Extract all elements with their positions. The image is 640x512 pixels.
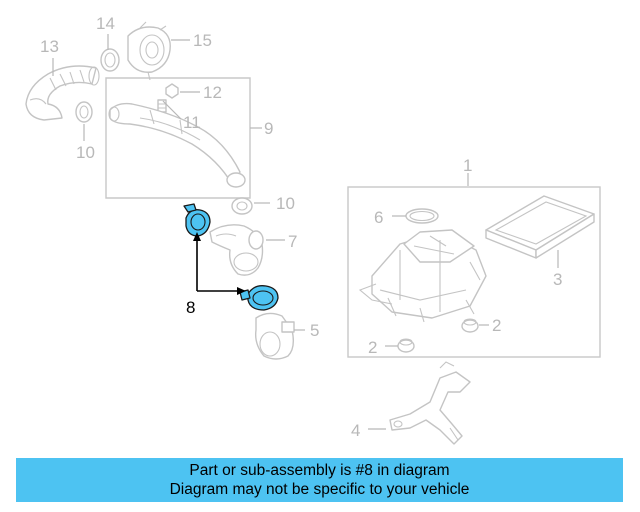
part-6-gasket [405,208,439,224]
part-10-clamp-left [75,101,93,123]
callout-12: 12 [203,83,222,102]
callout-10-left: 10 [76,143,95,162]
callout-6: 6 [374,208,383,227]
callout-10-right: 10 [276,194,295,213]
part-8-clamp-lower [239,285,279,311]
callout-11: 11 [183,113,201,132]
callout-13: 13 [40,37,59,56]
info-banner: Part or sub-assembly is #8 in diagram Di… [16,458,623,502]
part-2-grommet-lower [397,338,415,353]
banner-line-2: Diagram may not be specific to your vehi… [169,481,470,498]
part-9-intake-duct [108,102,246,188]
leader-part-8 [193,232,246,295]
callout-2-lower: 2 [368,338,377,357]
callout-15: 15 [193,31,212,50]
callout-4: 4 [351,421,360,440]
banner-line-1: Part or sub-assembly is #8 in diagram [189,462,450,479]
callout-5: 5 [310,321,319,340]
callout-14: 14 [96,14,115,33]
callout-3: 3 [553,270,562,289]
callout-9: 9 [264,119,273,138]
callout-2-right: 2 [492,316,501,335]
part-14-clamp [100,48,120,72]
part-5-maf-sensor [254,312,295,360]
callout-7: 7 [288,232,297,251]
part-7-boot [209,224,264,276]
leader-lines [52,34,559,430]
callout-8: 8 [186,298,195,317]
part-15-throttle-body [127,21,171,81]
part-2-grommet-right [461,318,479,333]
part-10-clamp-right [231,197,253,215]
part-3-air-filter [485,195,595,259]
part-8-clamp-upper [183,203,211,237]
part-11-sensor [157,99,167,113]
part-13-intake-hose [25,65,100,121]
part-1-air-cleaner-housing [358,229,487,323]
part-4-bracket [389,361,471,445]
part-12-bolt [165,83,179,99]
box-part-9-group [105,77,251,199]
callout-1: 1 [463,156,472,175]
box-part-1-group [347,186,601,358]
